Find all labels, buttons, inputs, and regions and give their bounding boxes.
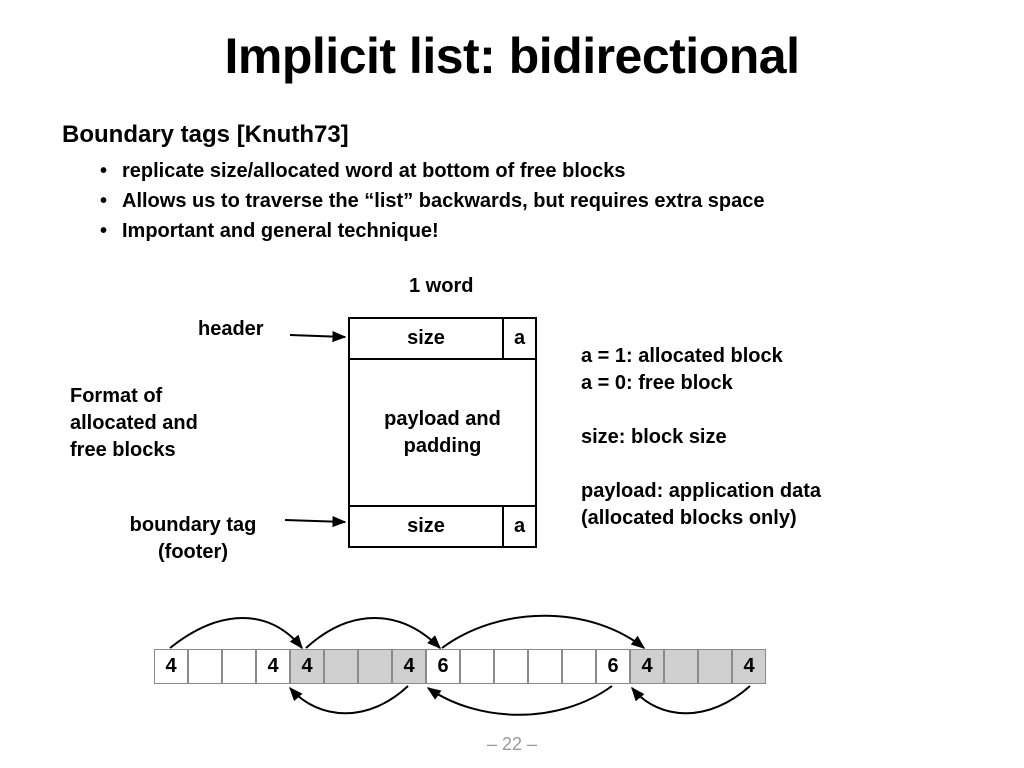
bullet-item: • Important and general technique! (100, 216, 764, 246)
format-label-line: free blocks (70, 439, 176, 461)
heap-cell (528, 649, 562, 684)
heap-cell (664, 649, 698, 684)
heap-cell (562, 649, 596, 684)
bullet-item: • Allows us to traverse the “list” backw… (100, 186, 764, 216)
header-flag-cell: a (502, 317, 537, 360)
footer-label-line: (footer) (158, 541, 228, 563)
footer-size-cell: size (348, 505, 504, 548)
forward-arrow (305, 617, 441, 649)
heap-cell: 6 (596, 649, 630, 684)
heap-cell: 4 (256, 649, 290, 684)
bullet-list: • replicate size/allocated word at botto… (100, 156, 764, 246)
footer-label-line: boundary tag (129, 514, 257, 536)
legend-line: (allocated blocks only) (581, 507, 797, 529)
section-heading: Boundary tags [Knuth73] (62, 121, 349, 148)
legend-line: payload: application data (581, 480, 822, 502)
heap-cell: 4 (290, 649, 324, 684)
legend: a = 1: allocated block a = 0: free block… (581, 343, 821, 532)
header-label: header (198, 318, 264, 340)
bullet-icon: • (100, 220, 108, 242)
heap-cell (494, 649, 528, 684)
format-label-line: allocated and (70, 412, 198, 434)
payload-line: padding (403, 434, 482, 457)
legend-line: a = 1: allocated block (581, 345, 783, 367)
heap-cell: 4 (154, 649, 188, 684)
heap-cell (222, 649, 256, 684)
heap-cell: 6 (426, 649, 460, 684)
format-label-line: Format of (70, 385, 163, 407)
bullet-text: Important and general technique! (122, 220, 439, 242)
payload-line: payload and (384, 407, 501, 430)
heap-cell: 4 (630, 649, 664, 684)
heap-cell (324, 649, 358, 684)
heap-cell: 4 (732, 649, 766, 684)
header-arrow (289, 330, 347, 343)
legend-line: size: block size (581, 426, 727, 448)
bullet-icon: • (100, 160, 108, 182)
footer-label: boundary tag (footer) (121, 512, 265, 566)
heap-cell (460, 649, 494, 684)
backward-arrow (631, 685, 751, 715)
bullet-item: • replicate size/allocated word at botto… (100, 156, 764, 186)
heap-cell (358, 649, 392, 684)
heap-cell (188, 649, 222, 684)
format-label: Format of allocated and free blocks (70, 383, 198, 464)
word-label: 1 word (409, 275, 474, 297)
payload-area: payload and padding (348, 358, 537, 507)
bullet-text: Allows us to traverse the “list” backwar… (122, 190, 765, 212)
footer-arrow (284, 515, 347, 528)
heap-cell: 4 (392, 649, 426, 684)
footer-flag-cell: a (502, 505, 537, 548)
forward-arrow (169, 617, 303, 650)
backward-arrow (289, 685, 409, 715)
heap-cell (698, 649, 732, 684)
page-number: – 22 – (486, 734, 538, 754)
forward-arrow (441, 614, 646, 649)
bullet-text: replicate size/allocated word at bottom … (122, 160, 626, 182)
backward-arrow (426, 685, 613, 716)
bullet-icon: • (100, 190, 108, 212)
slide-title: Implicit list: bidirectional (224, 28, 800, 84)
legend-line: a = 0: free block (581, 372, 733, 394)
